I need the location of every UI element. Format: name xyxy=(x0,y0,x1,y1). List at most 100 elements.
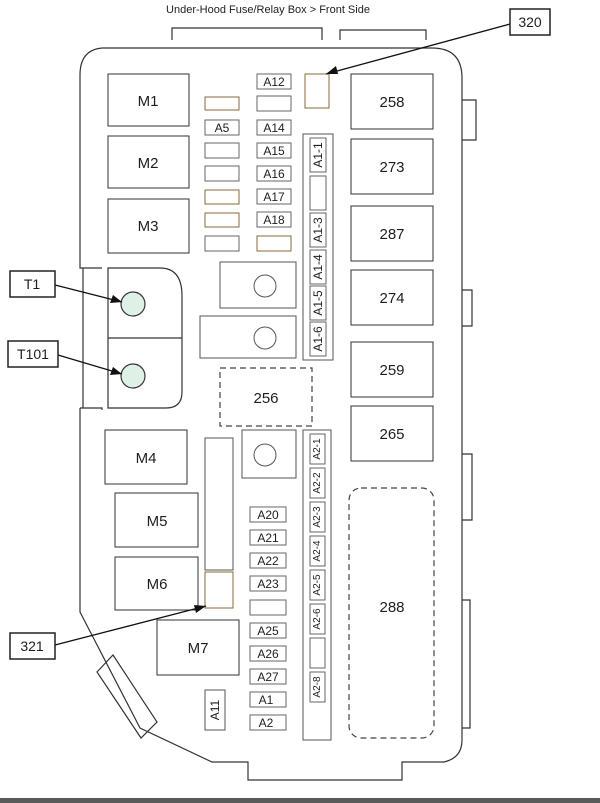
fuse-a26: A26 xyxy=(249,645,287,662)
relay-258: 258 xyxy=(350,73,434,130)
bottom-border xyxy=(0,798,600,803)
relay-m2: M2 xyxy=(107,135,190,189)
fuse-a26-label: A26 xyxy=(257,647,279,661)
relay-288-label: 288 xyxy=(379,599,404,616)
relay-m7-label: M7 xyxy=(188,640,209,657)
fuse-a17: A17 xyxy=(256,188,292,205)
relay-m5: M5 xyxy=(114,492,199,548)
relay-265-label: 265 xyxy=(379,426,404,443)
fuse-a2-5: A2-5 xyxy=(309,569,326,601)
relay-m1-label: M1 xyxy=(138,93,159,110)
fuse-blank-5 xyxy=(204,189,240,205)
fuse-a1-5-label: A1-5 xyxy=(311,290,325,316)
relay-socket-lower xyxy=(241,429,297,479)
fuse-a2-blank xyxy=(309,637,326,669)
fuse-a22: A22 xyxy=(249,552,287,569)
relay-287-label: 287 xyxy=(379,226,404,243)
relay-273: 273 xyxy=(350,138,434,195)
fuse-a25: A25 xyxy=(249,622,287,639)
fuse-a12: A12 xyxy=(256,73,292,90)
fuse-a2-1: A2-1 xyxy=(309,433,326,465)
fuse-a22-label: A22 xyxy=(257,554,279,568)
fuse-blank-8 xyxy=(256,235,292,252)
fuse-a1x: A1 xyxy=(249,691,287,708)
fuse-a21-label: A21 xyxy=(257,531,279,545)
fuse-a14: A14 xyxy=(256,119,292,136)
fuse-a14-label: A14 xyxy=(263,121,285,135)
fuse-a1-4: A1-4 xyxy=(309,249,327,285)
fuse-a1-4-label: A1-4 xyxy=(311,254,325,280)
fuse-blank-7 xyxy=(204,235,240,252)
relay-256-label: 256 xyxy=(253,390,278,407)
relay-274-label: 274 xyxy=(379,290,404,307)
fuse-a20-label: A20 xyxy=(257,508,279,522)
fuse-a1x-label: A1 xyxy=(259,693,274,707)
relay-m6-label: M6 xyxy=(147,576,168,593)
relay-m5-label: M5 xyxy=(147,513,168,530)
relay-m6: M6 xyxy=(114,556,199,611)
callout-321-label: 321 xyxy=(20,638,44,654)
slot-320 xyxy=(304,73,330,109)
fuse-a1-6-label: A1-6 xyxy=(311,326,325,352)
fuse-a5-label: A5 xyxy=(215,121,230,135)
callout-320-label: 320 xyxy=(518,14,542,30)
relay-273-label: 273 xyxy=(379,159,404,176)
relay-274: 274 xyxy=(350,269,434,326)
fuse-a25-label: A25 xyxy=(257,624,279,638)
callout-t101: T101 xyxy=(7,340,123,375)
diagram-title: Under-Hood Fuse/Relay Box > Front Side xyxy=(166,4,370,16)
fuse-box-outline xyxy=(79,27,477,781)
relay-socket-middle xyxy=(199,315,297,359)
fuse-a1-6: A1-6 xyxy=(309,321,327,357)
fuse-a1-3-label: A1-3 xyxy=(311,217,325,243)
fuse-a2-6: A2-6 xyxy=(309,603,326,635)
relay-259-label: 259 xyxy=(379,362,404,379)
fuse-a1-blank xyxy=(309,175,327,211)
terminal-housing xyxy=(107,267,183,409)
fuse-a18: A18 xyxy=(256,211,292,228)
callout-320: 320 xyxy=(325,8,551,75)
relay-m2-label: M2 xyxy=(138,155,159,172)
fuse-a1-1: A1-1 xyxy=(309,137,327,173)
fuse-a5: A5 xyxy=(204,119,240,136)
relay-287: 287 xyxy=(350,205,434,262)
relay-288: 288 xyxy=(348,487,435,739)
fuse-a2-3: A2-3 xyxy=(309,501,326,533)
fuse-blank-1 xyxy=(256,95,292,112)
fuse-a2x: A2 xyxy=(249,714,287,731)
fuse-a15: A15 xyxy=(256,142,292,159)
fuse-strip-a1: A1-1 A1-3 A1-4 A1-5 A1-6 xyxy=(302,133,334,361)
fuse-a2x-label: A2 xyxy=(259,716,274,730)
relay-m3-label: M3 xyxy=(138,218,159,235)
relay-256: 256 xyxy=(219,367,313,427)
terminal-t101 xyxy=(120,363,146,389)
fuse-a2-8-label: A2-8 xyxy=(312,676,323,698)
fuse-strip-a2: A2-1 A2-2 A2-3 A2-4 A2-5 A2-6 A2-8 xyxy=(302,429,332,741)
fuse-blank-2 xyxy=(204,96,240,111)
fuse-a16-label: A16 xyxy=(263,167,285,181)
fuse-blank-9 xyxy=(249,599,287,616)
relay-m1: M1 xyxy=(107,73,190,127)
relay-m3: M3 xyxy=(107,198,190,254)
callout-t101-label: T101 xyxy=(17,346,49,362)
relay-m4-label: M4 xyxy=(136,450,157,467)
fuse-a12-label: A12 xyxy=(263,75,285,89)
fuse-a23-label: A23 xyxy=(257,577,279,591)
fuse-a2-5-label: A2-5 xyxy=(312,574,323,596)
fuse-a27-label: A27 xyxy=(257,670,279,684)
fuse-a18-label: A18 xyxy=(263,213,285,227)
relay-socket-upper xyxy=(219,261,297,309)
fuse-a23: A23 xyxy=(249,575,287,592)
tall-fuse-slot xyxy=(204,437,234,571)
fuse-a17-label: A17 xyxy=(263,190,285,204)
fuse-a1-5: A1-5 xyxy=(309,285,327,321)
terminal-t1 xyxy=(120,291,146,317)
fuse-a11-label: A11 xyxy=(208,699,222,720)
callout-t1-label: T1 xyxy=(24,276,41,292)
fuse-a1-1-label: A1-1 xyxy=(311,142,325,168)
fuse-a2-8: A2-8 xyxy=(309,671,326,703)
fuse-a15-label: A15 xyxy=(263,144,285,158)
fuse-a20: A20 xyxy=(249,506,287,523)
fuse-a2-6-label: A2-6 xyxy=(312,608,323,630)
